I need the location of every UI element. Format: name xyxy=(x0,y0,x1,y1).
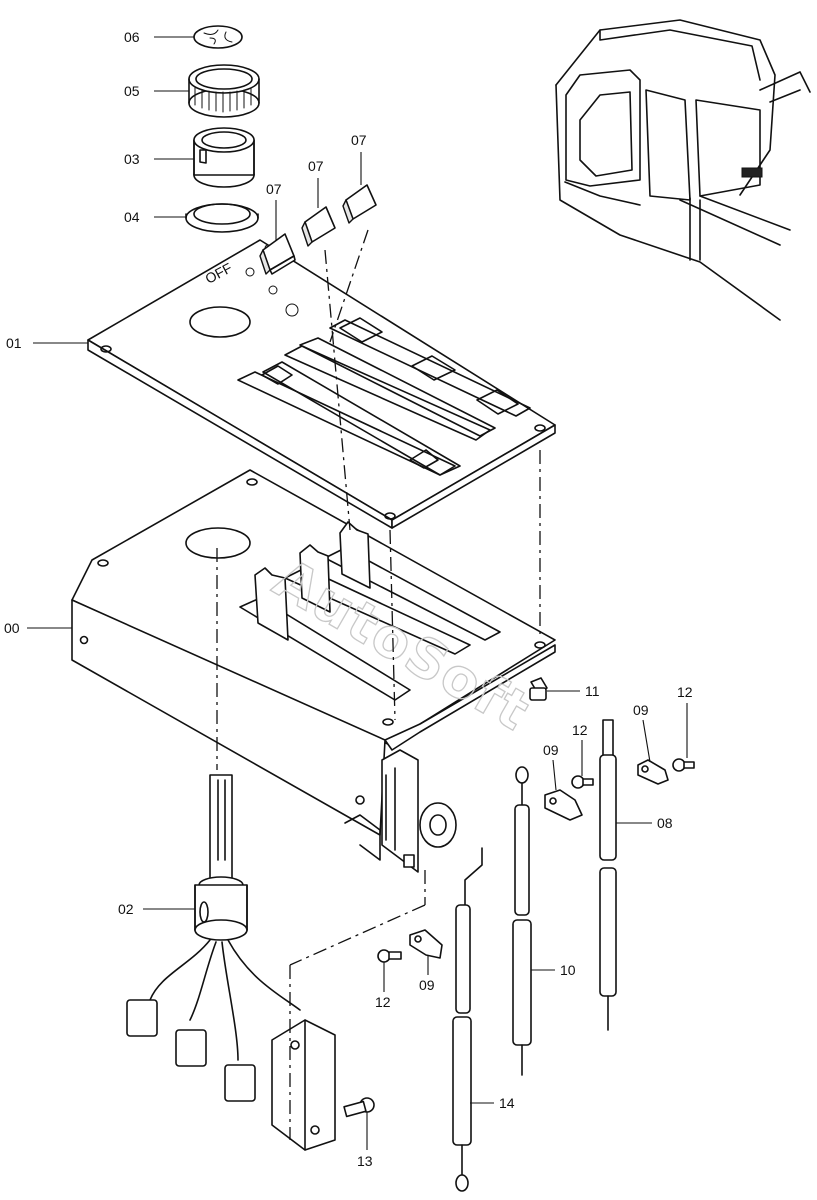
label-14: 14 xyxy=(499,1095,515,1111)
knob-05 xyxy=(188,64,260,118)
lever-knob-right xyxy=(342,184,377,224)
knob-hole xyxy=(189,306,251,338)
console-base xyxy=(71,469,556,873)
bolt-13 xyxy=(343,1097,375,1118)
label-11: 11 xyxy=(585,683,600,699)
label-03: 03 xyxy=(124,151,140,167)
label-12-lower: 12 xyxy=(375,994,391,1010)
label-02: 02 xyxy=(118,901,134,917)
excavator-cab-inset xyxy=(555,19,811,321)
label-10: 10 xyxy=(560,962,576,978)
cable-14 xyxy=(452,847,483,1192)
label-07-middle: 07 xyxy=(308,158,324,174)
clamp-09-lower xyxy=(409,929,443,959)
lever-knob-left xyxy=(259,233,296,275)
cap-06 xyxy=(193,25,243,49)
console-location-marker xyxy=(741,167,763,178)
rotary-switch xyxy=(126,774,336,1151)
connector-3 xyxy=(224,1064,256,1102)
lever-knob-middle xyxy=(301,206,336,247)
collar-03 xyxy=(193,127,255,188)
label-09-upper: 09 xyxy=(543,742,559,758)
leader-lines xyxy=(27,36,688,1150)
ring-04 xyxy=(185,203,259,233)
bolt-11 xyxy=(529,677,548,701)
label-09-right: 09 xyxy=(633,702,649,718)
label-12-right: 12 xyxy=(677,684,693,700)
label-12-middle: 12 xyxy=(572,722,588,738)
clamp-09-right xyxy=(637,759,669,785)
label-06: 06 xyxy=(124,29,140,45)
bolt-12-b xyxy=(672,758,695,772)
connector-1 xyxy=(126,999,158,1037)
label-04: 04 xyxy=(124,209,140,225)
bolt-12-a xyxy=(571,775,594,789)
bolt-12-c xyxy=(377,949,402,963)
label-00: 00 xyxy=(4,620,20,636)
shaft-hole xyxy=(185,527,251,559)
cable-08 xyxy=(599,719,617,1031)
connector-2 xyxy=(175,1029,207,1067)
cable-10 xyxy=(512,766,532,1076)
part-labels: 06 05 03 04 01 00 02 07 07 07 11 12 09 1… xyxy=(4,29,693,1169)
label-09-lower: 09 xyxy=(419,977,435,993)
alignment-lines xyxy=(216,229,541,1140)
label-13: 13 xyxy=(357,1153,373,1169)
clamp-09-upper xyxy=(544,789,583,821)
label-01: 01 xyxy=(6,335,22,351)
label-08: 08 xyxy=(657,815,673,831)
label-07-right: 07 xyxy=(351,132,367,148)
top-cover-plate: OFF xyxy=(87,239,556,529)
label-05: 05 xyxy=(124,83,140,99)
label-07-left: 07 xyxy=(266,181,282,197)
